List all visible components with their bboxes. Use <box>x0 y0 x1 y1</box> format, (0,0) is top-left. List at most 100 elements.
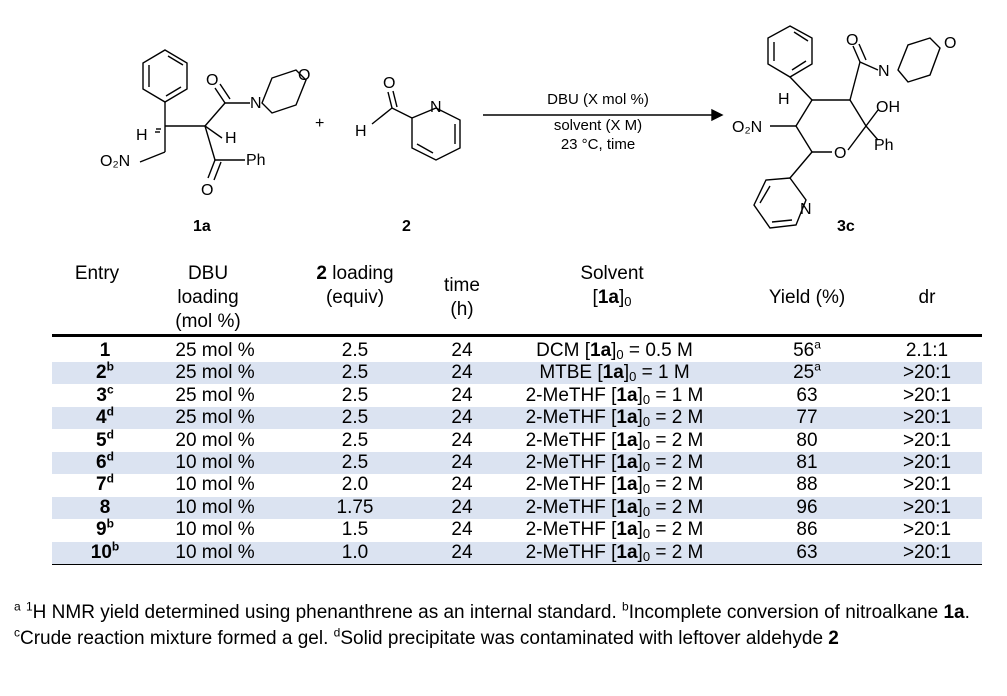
dr-cell: >20:1 <box>902 429 952 451</box>
yield-cell: 56a <box>793 337 821 361</box>
dr-cell: >20:1 <box>902 541 952 563</box>
condition-line-1: DBU (X mol %) <box>547 91 649 108</box>
loading-cell: 2.5 <box>341 384 369 406</box>
label-2: 2 <box>402 218 411 235</box>
atom-n: N <box>878 63 890 80</box>
table-bottom-rule <box>52 564 982 565</box>
condition-line-2: solvent (X M) <box>554 117 642 134</box>
solvent-cell: 2-MeTHF [1a]0 = 2 M <box>525 541 704 564</box>
loading-cell: 2.5 <box>341 429 369 451</box>
header-dbu: DBU loading (mol %) <box>175 263 241 332</box>
dbu-cell: 10 mol % <box>175 496 255 518</box>
entry-cell: 8 <box>99 496 111 518</box>
dr-cell: 2.1:1 <box>905 340 949 361</box>
dbu-cell: 25 mol % <box>175 340 255 361</box>
atom-h: H <box>225 130 237 147</box>
yield-cell: 86 <box>796 519 818 541</box>
atom-h: H <box>136 127 148 144</box>
reaction-arrow <box>483 108 724 122</box>
solvent-cell: DCM [1a]0 = 0.5 M <box>536 340 693 362</box>
solvent-cell: 2-MeTHF [1a]0 = 2 M <box>525 407 704 430</box>
time-cell: 24 <box>451 340 473 361</box>
atom-o: O <box>846 32 858 49</box>
yield-cell: 77 <box>796 407 818 429</box>
dr-cell: >20:1 <box>902 496 952 518</box>
time-cell: 24 <box>451 474 473 496</box>
entry-cell: 9b <box>96 516 114 541</box>
time-cell: 24 <box>451 496 473 518</box>
atom-o: O <box>944 35 956 52</box>
dbu-cell: 20 mol % <box>175 429 255 451</box>
solvent-cell: 2-MeTHF [1a]0 = 2 M <box>525 474 704 497</box>
time-cell: 24 <box>451 541 473 563</box>
entry-cell: 3c <box>96 382 114 406</box>
dr-cell: >20:1 <box>902 362 952 384</box>
header-time: time (h) <box>444 275 480 320</box>
dbu-cell: 10 mol % <box>175 452 255 473</box>
dr-cell: >20:1 <box>902 519 952 541</box>
dbu-cell: 25 mol % <box>175 407 255 429</box>
entry-cell: 5d <box>96 427 114 451</box>
time-cell: 24 <box>451 362 473 384</box>
yield-cell: 88 <box>796 474 818 496</box>
header-entry: Entry <box>74 263 120 284</box>
header-dr: dr <box>918 287 936 308</box>
atom-ph: Ph <box>874 137 894 154</box>
dbu-cell: 25 mol % <box>175 362 255 384</box>
atom-o2n: O₂N <box>100 153 130 170</box>
entry-cell: 7d <box>96 472 114 496</box>
dr-cell: >20:1 <box>902 452 952 473</box>
solvent-cell: 2-MeTHF [1a]0 = 2 M <box>525 519 704 542</box>
yield-cell: 25a <box>793 360 821 384</box>
atom-ph: Ph <box>246 152 266 169</box>
header-solvent: Solvent [1a]0 <box>580 263 644 309</box>
label-3c: 3c <box>837 218 855 235</box>
entry-cell: 6d <box>96 449 114 473</box>
loading-cell: 1.75 <box>336 496 374 518</box>
loading-cell: 2.5 <box>341 407 369 429</box>
dr-cell: >20:1 <box>902 384 952 406</box>
atom-oh: OH <box>876 99 900 116</box>
atom-o2n: O₂N <box>732 119 762 136</box>
product-3c-structure <box>753 25 941 229</box>
time-cell: 24 <box>451 384 473 406</box>
time-cell: 24 <box>451 452 473 473</box>
time-cell: 24 <box>451 407 473 429</box>
atom-h: H <box>355 123 367 140</box>
yield-cell: 80 <box>796 429 818 451</box>
atom-o: O <box>206 72 218 89</box>
label-1a: 1a <box>193 218 211 235</box>
plus-sign: + <box>315 115 324 132</box>
dr-cell: >20:1 <box>902 474 952 496</box>
reactant-1a-structure <box>139 49 307 181</box>
table-row: 4d 25 mol % 2.5 24 2-MeTHF [1a]0 = 2 M 77 >20:… <box>52 404 982 430</box>
entry-cell: 1 <box>99 340 111 361</box>
loading-cell: 1.0 <box>341 541 369 563</box>
entry-cell: 4d <box>96 404 114 429</box>
loading-cell: 2.0 <box>341 474 369 496</box>
solvent-cell: 2-MeTHF [1a]0 = 2 M <box>525 429 704 452</box>
dbu-cell: 10 mol % <box>175 541 255 563</box>
reactant-2-structure <box>371 90 461 161</box>
atom-h: H <box>778 91 790 108</box>
atom-o: O <box>383 75 395 92</box>
yield-cell: 96 <box>796 496 818 518</box>
dr-cell: >20:1 <box>902 407 952 429</box>
time-cell: 24 <box>451 519 473 541</box>
condition-line-3: 23 °C, time <box>561 136 635 153</box>
atom-o: O <box>201 182 213 199</box>
dbu-cell: 10 mol % <box>175 519 255 541</box>
atom-n: N <box>800 201 812 218</box>
loading-cell: 2.5 <box>341 452 369 473</box>
loading-cell: 2.5 <box>341 362 369 384</box>
header-yield: Yield (%) <box>768 287 846 308</box>
table-top-rule <box>52 334 982 337</box>
